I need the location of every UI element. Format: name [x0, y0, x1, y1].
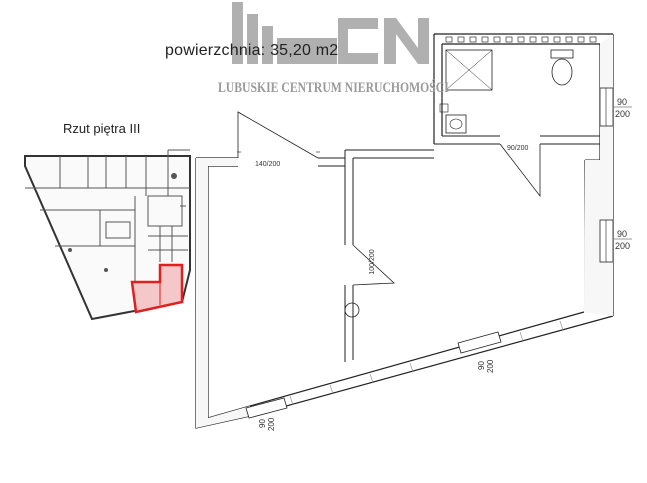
window-label-right-top-width: 90: [617, 97, 627, 107]
door-label-left: 140/200: [255, 161, 280, 168]
window-label-bottom-mid-height: 200: [486, 359, 495, 373]
door-label-mid: 100/200: [369, 249, 376, 274]
window-label-bottom-left-width: 90: [258, 419, 267, 428]
main-plan: [195, 33, 614, 429]
area-label: powierzchnia: 35,20 m2: [165, 42, 339, 59]
window-label-right-mid-width: 90: [617, 229, 627, 239]
key-plan: [24, 149, 191, 321]
window-label-right-mid-height: 200: [615, 241, 630, 251]
window-label-right-top-height: 200: [615, 109, 630, 119]
window-label-bottom-left-height: 200: [267, 417, 276, 431]
window-label-bottom-mid-width: 90: [477, 361, 486, 370]
floor-title: Rzut piętra III: [63, 121, 141, 136]
logo-subtitle: LUBUSKIE CENTRUM NIERUCHOMOŚCI: [218, 80, 449, 96]
door-label-top-right: 90/200: [507, 145, 529, 152]
logo-mark: [232, 2, 429, 64]
